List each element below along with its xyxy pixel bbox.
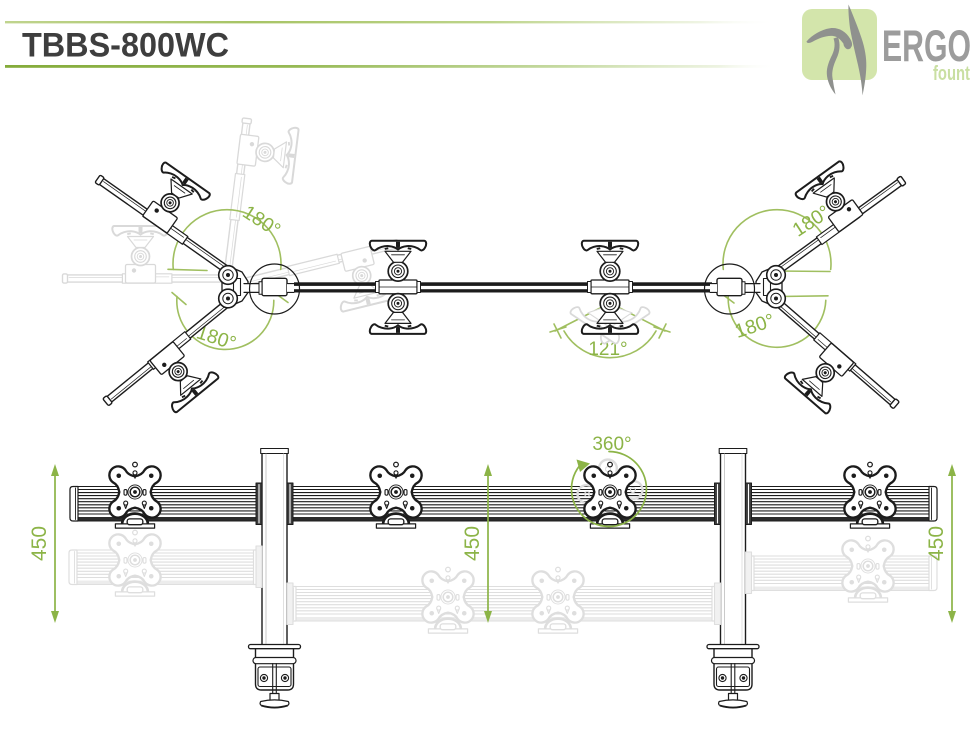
svg-text:360°: 360° [592,434,631,455]
svg-text:121°: 121° [588,339,627,360]
svg-text:TBBS-800WC: TBBS-800WC [22,27,229,65]
svg-text:450: 450 [28,526,51,561]
svg-text:450: 450 [925,526,948,561]
svg-text:450: 450 [461,526,484,561]
svg-text:ERGO: ERGO [882,22,971,71]
svg-text:fount: fount [933,63,970,85]
